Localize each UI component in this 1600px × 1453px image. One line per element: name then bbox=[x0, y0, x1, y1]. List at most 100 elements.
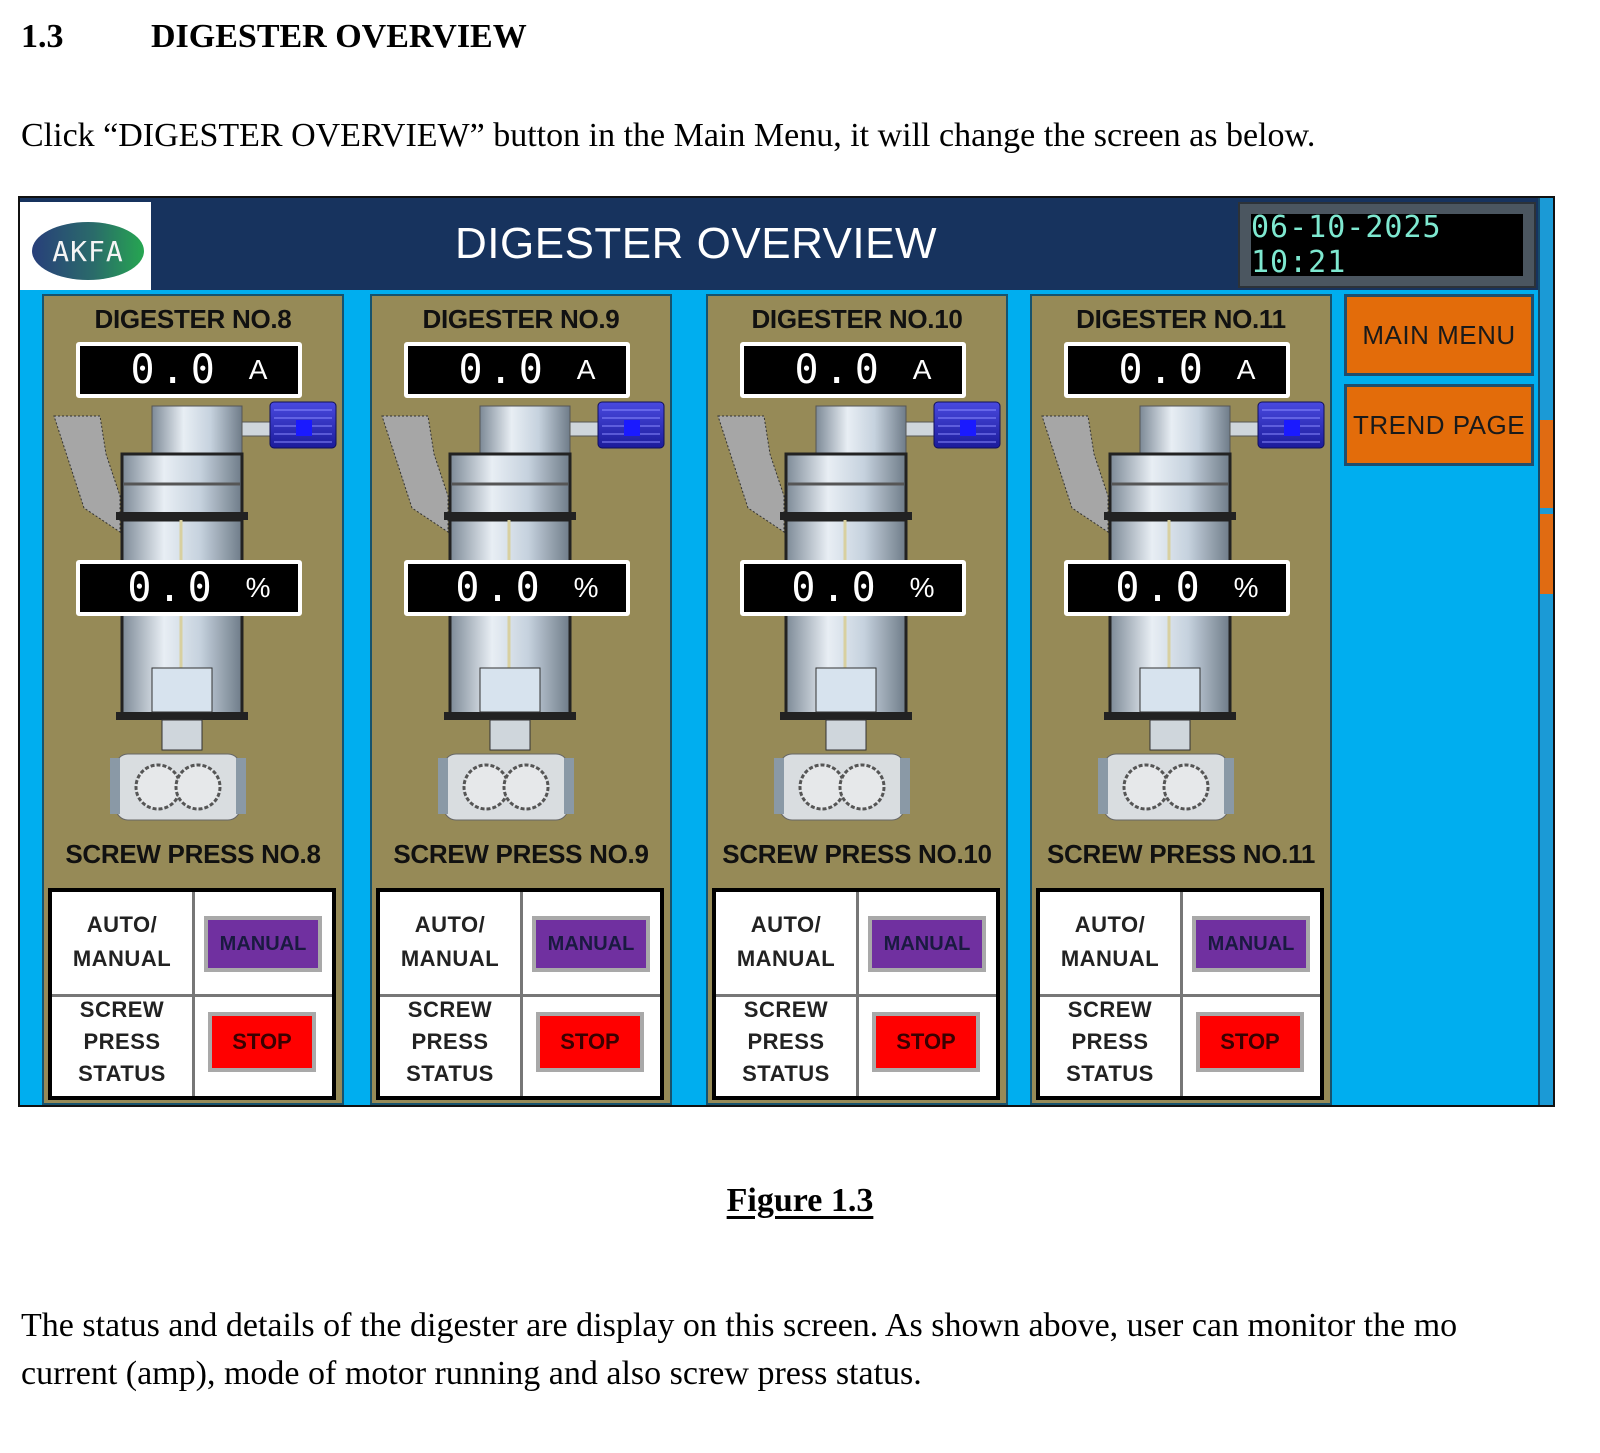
level-unit: % bbox=[1233, 572, 1259, 603]
screw-press-status-label: SCREW PRESS STATUS bbox=[716, 994, 856, 1090]
current-value: 0.0 bbox=[794, 347, 885, 393]
level-readout: 0.0% bbox=[76, 560, 302, 616]
digester-panel-9: DIGESTER NO.9 bbox=[370, 294, 672, 1105]
level-value: 0.0 bbox=[127, 565, 218, 611]
label-line: PRESS bbox=[83, 1029, 161, 1054]
screw-press-status-label: SCREW PRESS STATUS bbox=[52, 994, 192, 1090]
gearbox bbox=[151, 405, 243, 455]
digester-machine-icon bbox=[1041, 401, 1325, 821]
digester-title: DIGESTER NO.9 bbox=[422, 304, 620, 334]
label-line: STATUS bbox=[742, 1061, 830, 1086]
status-button[interactable]: STOP bbox=[1196, 1012, 1304, 1072]
level-readout: 0.0% bbox=[1064, 560, 1290, 616]
label-line: MANUAL bbox=[72, 946, 172, 971]
motor-box bbox=[960, 420, 976, 436]
hmi-header: AKFA DIGESTER OVERVIEW 06-10-2025 10:21 bbox=[20, 198, 1553, 290]
digester-machine-icon bbox=[381, 401, 665, 821]
label-line: PRESS bbox=[747, 1029, 825, 1054]
main-menu-button[interactable]: MAIN MENU bbox=[1344, 294, 1534, 376]
motor-box bbox=[1284, 420, 1300, 436]
label-line: SCREW bbox=[743, 997, 829, 1022]
label-line: PRESS bbox=[411, 1029, 489, 1054]
level-value: 0.0 bbox=[1115, 565, 1206, 611]
feed-chute bbox=[717, 415, 785, 533]
label-line: MANUAL bbox=[736, 946, 836, 971]
current-unit: A bbox=[912, 354, 932, 385]
mode-button[interactable]: MANUAL bbox=[204, 916, 322, 972]
label-line: MANUAL bbox=[1060, 946, 1160, 971]
current-value: 0.0 bbox=[130, 347, 221, 393]
table-divider bbox=[52, 994, 332, 997]
shaft bbox=[905, 421, 935, 437]
status-button[interactable]: STOP bbox=[872, 1012, 980, 1072]
body-paragraph: The status and details of the digester a… bbox=[21, 1302, 1457, 1398]
feed-chute bbox=[1041, 415, 1109, 533]
level-value: 0.0 bbox=[791, 565, 882, 611]
label-line: AUTO/ bbox=[750, 912, 822, 937]
feed-chute bbox=[381, 415, 449, 533]
level-unit: % bbox=[573, 572, 599, 603]
section-number: 1.3 bbox=[21, 18, 64, 55]
screw-press-control-table: AUTO/ MANUAL MANUAL SCREW PRESS STATUS S… bbox=[376, 888, 664, 1100]
label-line: SCREW bbox=[407, 997, 493, 1022]
level-unit: % bbox=[909, 572, 935, 603]
level-readout: 0.0% bbox=[404, 560, 630, 616]
current-value: 0.0 bbox=[1118, 347, 1209, 393]
trend-page-button[interactable]: TREND PAGE bbox=[1344, 384, 1534, 466]
auto-manual-label: AUTO/ MANUAL bbox=[716, 908, 856, 976]
mode-button[interactable]: MANUAL bbox=[1192, 916, 1310, 972]
screw-press-title: SCREW PRESS NO.10 bbox=[722, 839, 992, 869]
valve bbox=[489, 719, 531, 751]
label-line: MANUAL bbox=[400, 946, 500, 971]
screw-press-status-label: SCREW PRESS STATUS bbox=[1040, 994, 1180, 1090]
auto-manual-label: AUTO/ MANUAL bbox=[52, 908, 192, 976]
current-readout: 0.0 A bbox=[76, 342, 302, 398]
valve bbox=[825, 719, 867, 751]
screw-press-control-table: AUTO/ MANUAL MANUAL SCREW PRESS STATUS S… bbox=[48, 888, 336, 1100]
hmi-screen: AKFA DIGESTER OVERVIEW 06-10-2025 10:21 … bbox=[18, 196, 1555, 1107]
auto-manual-label: AUTO/ MANUAL bbox=[1040, 908, 1180, 976]
label-line: AUTO/ bbox=[414, 912, 486, 937]
current-value: 0.0 bbox=[458, 347, 549, 393]
hidden-button-edge bbox=[1540, 420, 1553, 508]
motor-box bbox=[296, 420, 312, 436]
screw-press-title: SCREW PRESS NO.9 bbox=[393, 839, 649, 869]
status-button[interactable]: STOP bbox=[208, 1012, 316, 1072]
body-line: current (amp), mode of motor running and… bbox=[21, 1355, 922, 1392]
gearbox bbox=[479, 405, 571, 455]
outlet bbox=[1139, 667, 1201, 713]
label-line: STATUS bbox=[1066, 1061, 1154, 1086]
digester-machine-icon bbox=[717, 401, 1001, 821]
screw-gear bbox=[174, 763, 222, 811]
screw-gear bbox=[1122, 763, 1170, 811]
screw-gear bbox=[502, 763, 550, 811]
mode-button[interactable]: MANUAL bbox=[532, 916, 650, 972]
mode-button[interactable]: MANUAL bbox=[868, 916, 986, 972]
label-line: PRESS bbox=[1071, 1029, 1149, 1054]
status-button[interactable]: STOP bbox=[536, 1012, 644, 1072]
valve bbox=[161, 719, 203, 751]
table-divider bbox=[380, 994, 660, 997]
level-readout: 0.0% bbox=[740, 560, 966, 616]
screw-press-title: SCREW PRESS NO.8 bbox=[65, 839, 321, 869]
digester-machine-icon bbox=[53, 401, 337, 821]
figure-caption: Figure 1.3 bbox=[0, 1182, 1600, 1220]
screw-press-title: SCREW PRESS NO.11 bbox=[1047, 839, 1315, 869]
label-line: AUTO/ bbox=[86, 912, 158, 937]
screw-gear bbox=[798, 763, 846, 811]
digester-panel-8: DIGESTER NO.8 bbox=[42, 294, 344, 1105]
label-line: SCREW bbox=[1067, 997, 1153, 1022]
gearbox bbox=[815, 405, 907, 455]
gearbox bbox=[1139, 405, 1231, 455]
intro-paragraph: Click “DIGESTER OVERVIEW” button in the … bbox=[21, 117, 1316, 154]
label-line: STATUS bbox=[406, 1061, 494, 1086]
digester-panel-11: DIGESTER NO.11 bbox=[1030, 294, 1332, 1105]
current-readout: 0.0 A bbox=[740, 342, 966, 398]
outlet bbox=[479, 667, 541, 713]
outlet bbox=[151, 667, 213, 713]
table-divider bbox=[716, 994, 996, 997]
current-unit: A bbox=[248, 354, 268, 385]
figure-caption-text: Figure 1.3 bbox=[726, 1182, 874, 1219]
feed-chute bbox=[53, 415, 121, 533]
